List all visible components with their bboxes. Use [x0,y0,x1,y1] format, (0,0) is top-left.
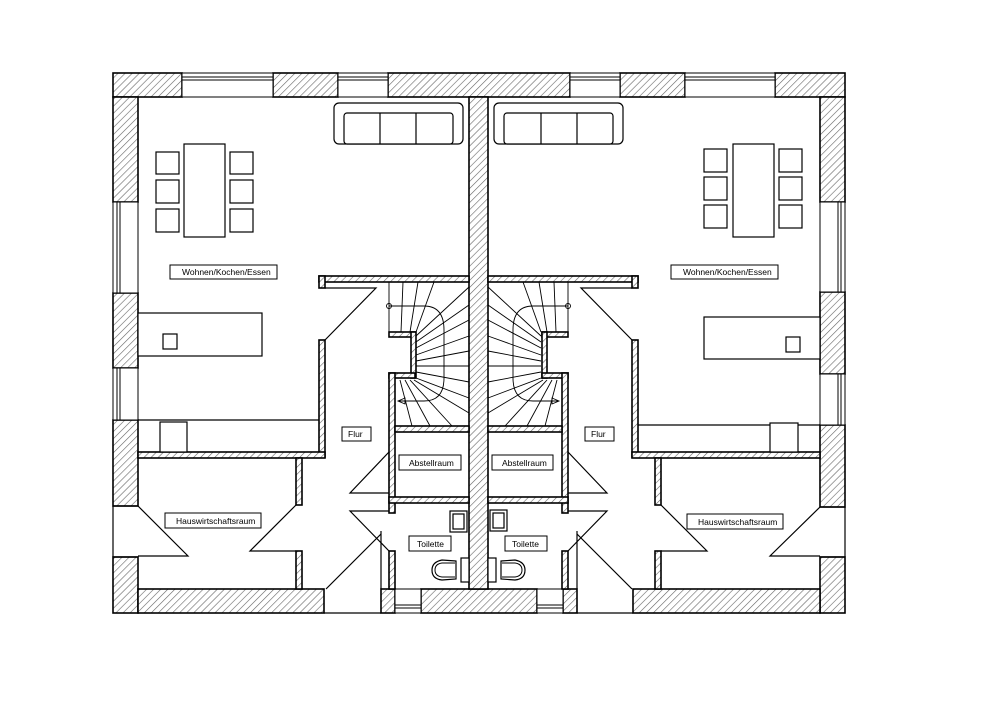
label-toilet-right: Toilette [504,535,548,552]
wall-top-right-pier [619,72,686,98]
kitchen-counter-right [638,422,820,453]
kitchen-counter-left [138,419,319,453]
wall-bottom-left-toilet-pier [380,588,396,614]
label-abstellraum-right: Abstellraum [491,454,554,471]
dining-set-right [703,143,803,238]
window-bottom-left-toilet [394,588,422,614]
wall-living-utility-left [137,451,326,459]
wall-bottom-left [137,588,325,614]
kitchen-island-right [703,316,821,360]
wall-top-left-corner [112,72,183,98]
label-utility-left: Hauswirtschaftsraum [164,512,262,529]
wall-left-middle [112,292,139,369]
party-wall [468,96,489,590]
wall-stair-top-right [487,275,639,283]
door-swings [137,287,821,590]
wall-living-flur-left [318,339,326,458]
outer-walls [112,72,846,614]
sink-icon [785,336,801,353]
label-utility-right: Hauswirtschaftsraum [686,513,784,530]
windows [112,72,846,614]
room-labels-right: Wohnen/Kochen/Essen Flur Abstellraum Hau… [491,264,784,552]
interior-walls-right [487,275,821,590]
window-top-2 [337,72,389,98]
svg-text:Hauswirtschaftsraum: Hauswirtschaftsraum [176,516,255,526]
window-top-1 [181,72,274,98]
kitchen-island-left [137,312,263,357]
window-top-4 [684,72,776,98]
interior-walls-left [137,275,470,590]
window-right-1 [819,201,846,293]
dining-table [183,143,226,238]
exterior-doors [112,505,846,614]
window-top-3 [569,72,621,98]
svg-text:Toilette: Toilette [417,539,444,549]
wall-right-top [819,96,846,203]
svg-text:Toilette: Toilette [512,539,539,549]
toilet-fixtures-left [431,510,470,583]
svg-text:Flur: Flur [591,429,606,439]
label-living-right: Wohnen/Kochen/Essen [670,264,779,280]
svg-text:Wohnen/Kochen/Essen: Wohnen/Kochen/Essen [182,267,271,277]
staircase-right [487,281,571,427]
wall-bottom-right-toilet-pier [562,588,578,614]
wall-left-top [112,96,139,203]
room-labels-left: Wohnen/Kochen/Essen Flur Abstellraum Hau… [164,264,462,552]
wall-top-left-pier [272,72,339,98]
label-flur-right: Flur [584,426,615,442]
label-abstellraum-left: Abstellraum [398,454,462,471]
wall-right-bottom [819,556,846,614]
wall-left-bottom [112,556,139,614]
staircase-left [386,281,470,427]
window-left-2 [112,367,139,421]
wall-top-center [387,72,571,98]
wall-right-lower [819,424,846,508]
wall-bottom-right [632,588,821,614]
svg-text:Flur: Flur [348,429,363,439]
label-living-left: Wohnen/Kochen/Essen [169,264,278,280]
wall-right-middle [819,291,846,375]
svg-text:Abstellraum: Abstellraum [409,458,454,468]
window-bottom-right-toilet [536,588,564,614]
window-right-2 [819,373,846,426]
sofa-left [333,102,464,145]
wall-left-lower [112,419,139,507]
svg-text:Hauswirtschaftsraum: Hauswirtschaftsraum [698,517,777,527]
window-left-1 [112,201,139,294]
wall-top-right-corner [774,72,846,98]
dining-table [732,143,775,238]
label-flur-left: Flur [341,426,372,442]
svg-text:Wohnen/Kochen/Essen: Wohnen/Kochen/Essen [683,267,772,277]
wall-living-flur-right [631,339,639,458]
sink-icon [162,333,178,350]
wall-stair-top-left [318,275,470,283]
toilet-bowl [431,559,457,581]
wall-living-utility-right [631,451,821,459]
wall-bottom-center [420,588,538,614]
toilet-bowl [500,559,526,581]
toilet-fixtures-right [487,509,526,583]
svg-text:Abstellraum: Abstellraum [502,458,547,468]
label-toilet-left: Toilette [408,535,452,552]
dining-set-left [155,143,254,238]
sofa-right [493,102,624,145]
